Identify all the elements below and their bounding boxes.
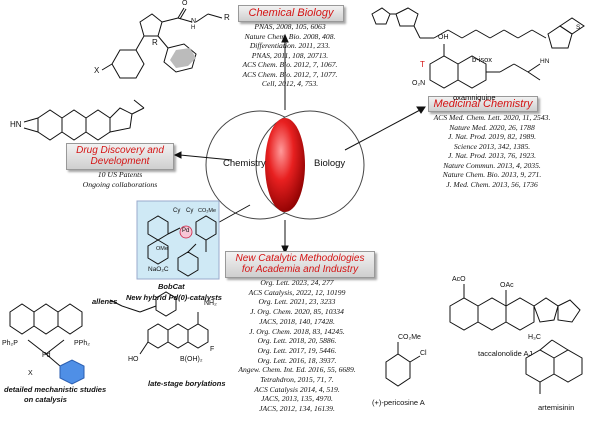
ref-item: PNAS, 2011, 108, 20713. (251, 50, 329, 60)
drug-discovery-title-line2: Development (90, 156, 150, 167)
atom-label-co2me-bobcat: CO₂Me (198, 208, 217, 214)
ref-item: Differentiation. 2011, 233. (249, 41, 331, 51)
ref-item: ACS Catalysis, 2022, 12, 10199 (248, 287, 346, 297)
ref-item: J. Nat. Prod. 2013, 76, 1923. (447, 151, 537, 161)
ref-item: ACS Chem. Bio. 2012, 7, 1077. (242, 69, 338, 79)
ref-item: PNAS, 2008, 105, 6063 (254, 22, 326, 31)
ref-item: J. Org. Chem. 2020, 85, 10334 (250, 307, 344, 317)
ref-item: Org. Lett. 2018, 20, 5886. (257, 336, 337, 346)
chemical-biology-header: Chemical Biology (238, 5, 344, 22)
catalytic-header: New Catalytic Methodologies for Academia… (225, 251, 375, 278)
oxamniquine-caption: oxamniquine (453, 93, 496, 102)
atom-label-ome: OMe (156, 246, 168, 252)
atom-label-oac: OAc (500, 282, 514, 289)
drug-discovery-title-line1: Drug Discovery and (76, 145, 164, 156)
catalytic-title-line1: New Catalytic Methodologies (235, 253, 365, 264)
collaborations-line: Ongoing collaborations (82, 179, 158, 189)
drug-discovery-lines: 10 US Patents Ongoing collaborations (66, 170, 174, 189)
atom-label-oh: OH (438, 34, 449, 41)
catalytic-refs: Org. Lett. 2023, 24, 277 ACS Catalysis, … (222, 278, 372, 414)
atom-label-aco: AcO (452, 276, 466, 283)
atom-label-nao2c: NaO₂C (148, 266, 169, 273)
atom-label-pd: Pd (182, 228, 190, 234)
medicinal-chemistry-refs: ACS Med. Chem. Lett. 2020, 11, 2543. Nat… (417, 113, 567, 189)
hybrid-catalysts-caption: New hybrid Pd(0)-catalysts (126, 293, 222, 302)
ref-item: Science 2013, 342, 1385. (453, 141, 531, 151)
borylations-caption: late-stage borylations (148, 379, 226, 388)
ref-item: JACS, 2012, 134, 16139. (259, 404, 335, 414)
ref-item: JACS, 2013, 135, 4970. (261, 394, 333, 404)
ref-item: Nature Chem. Bio. 2013, 9, 271. (442, 170, 542, 180)
atom-label-cy1: Cy (173, 208, 181, 214)
ref-item: Angew. Chem. Int. Ed. 2016, 55, 6689. (238, 365, 356, 375)
bobcat-caption: BobCat (158, 282, 185, 291)
atom-label-boh2: B(OH)₂ (180, 356, 203, 363)
atom-label-h3c: H₃C (528, 334, 541, 341)
ref-item: Tetrahdron, 2015, 71, 7. (260, 375, 334, 385)
atom-label-h: H (191, 25, 196, 31)
pericosine-caption: (+)-pericosine A (372, 398, 425, 407)
ref-item: J. Org. Chem. 2018, 83, 14245. (249, 326, 345, 336)
chemistry-label: Chemistry (223, 158, 266, 169)
mechanistic-caption-line2: on catalysis (24, 395, 67, 404)
catalytic-title-line2: for Academia and Industry (241, 264, 359, 275)
atom-label-x2: X (28, 370, 33, 377)
ref-item: Org. Lett. 2023, 24, 277 (260, 278, 334, 287)
ref-item: Nature Commun. 2013, 4, 2035. (443, 160, 541, 170)
ref-item: JACS, 2018, 140, 17428. (259, 316, 335, 326)
atom-label-o: O (182, 0, 188, 7)
atom-label-nh2: NH₂ (204, 300, 217, 307)
atom-label-t: T (420, 60, 425, 69)
mechanistic-caption-line1: detailed mechanistic studies (4, 385, 107, 394)
ref-item: ACS Catalysis 2014, 4, 519. (254, 384, 340, 394)
intersection-ellipse (265, 118, 305, 212)
atom-label-f: F (210, 346, 215, 353)
chemical-biology-refs: PNAS, 2008, 105, 6063 Nature Chem. Bio. … (215, 22, 365, 89)
medicinal-chemistry-header: Medicinal Chemistry (428, 96, 538, 112)
ref-item: Cell, 2012, 4, 753. (261, 79, 319, 89)
ref-item: ACS Med. Chem. Lett. 2020, 11, 2543. (433, 113, 551, 122)
biology-label: Biology (314, 158, 346, 169)
atom-label-nh: HN (540, 58, 550, 65)
atom-label-hn: HN (10, 120, 22, 129)
artemisinin-caption: artemisinin (538, 403, 575, 412)
atom-label-co2me: CO₂Me (398, 334, 421, 341)
atom-label-s: S (576, 24, 581, 31)
ref-item: Org. Lett. 2017, 19, 5446. (257, 345, 337, 355)
atom-label-pph2: PPh₂ (74, 340, 90, 347)
ref-item: Org. Lett. 2016, 18, 3937. (257, 355, 337, 365)
atom-label-n: N (191, 18, 197, 25)
atom-label-r: R (224, 13, 230, 22)
ref-item: ACS Chem. Bio. 2012, 7, 1067. (242, 60, 338, 70)
bisox-caption: b-isox (472, 55, 493, 64)
drug-discovery-header: Drug Discovery and Development (66, 143, 174, 170)
atom-label-ph2p: Ph₂P (2, 340, 18, 347)
atom-label-r1: R (152, 38, 158, 47)
patents-line: 10 US Patents (97, 170, 143, 179)
atom-label-cy2: Cy (186, 208, 194, 214)
atom-label-cl: Cl (420, 350, 427, 357)
ref-item: Nature Med. 2020, 26, 1788 (449, 122, 535, 132)
atom-label-ho: HO (128, 356, 139, 363)
taccalonolide-caption: taccalonolide AJ (478, 349, 533, 358)
ref-item: Nature Chem. Bio. 2008, 408. (244, 31, 336, 41)
atom-label-x: X (94, 66, 100, 75)
atom-label-o2n: O₂N (412, 80, 426, 87)
atom-label-pd2: Pd (42, 352, 51, 359)
allenes-caption: allenes (92, 297, 118, 306)
ref-item: J. Nat. Prod. 2019, 82, 1989. (447, 132, 537, 142)
ref-item: J. Med. Chem. 2013, 56, 1736 (446, 179, 538, 189)
ref-item: Org. Lett. 2021, 23, 3233 (258, 297, 336, 307)
